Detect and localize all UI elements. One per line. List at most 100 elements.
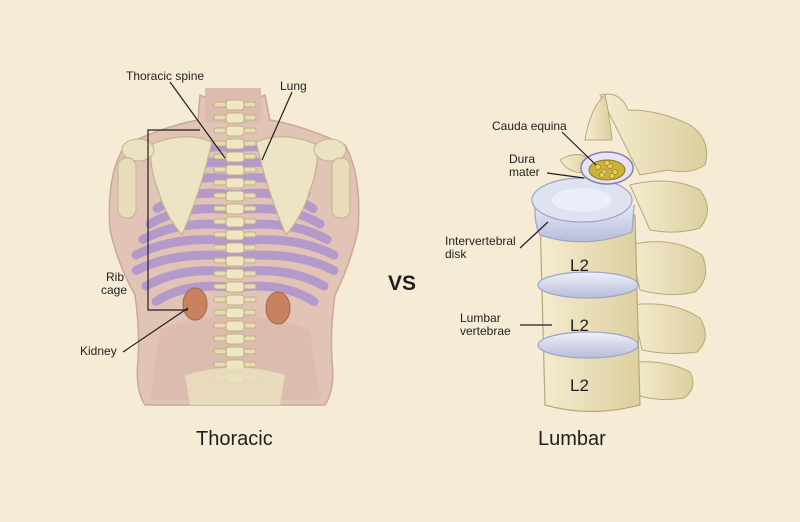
spinous-processes (599, 93, 708, 401)
label-dura-mater-line2: mater (509, 165, 540, 179)
rib-right (232, 235, 339, 260)
label-thoracic-spine: Thoracic spine (126, 69, 204, 83)
vertebra (225, 125, 245, 137)
vertebra (225, 203, 245, 215)
right-scapula (255, 136, 319, 237)
label-intervertebral-line2: disk (445, 247, 467, 261)
vertebra (225, 177, 245, 189)
intervertebral-disk (537, 271, 639, 299)
label-lumbar-vertebrae-line2: vertebrae (460, 324, 511, 338)
vertebra (225, 281, 245, 293)
vertebra (225, 268, 245, 280)
vertebra (225, 242, 245, 254)
vertebra-process-right (243, 309, 257, 316)
vertebra-label-bottom: L2 (570, 376, 589, 395)
left-scapula (149, 136, 213, 237)
vertebra-process-right (243, 153, 257, 160)
nerve-fiber (609, 173, 615, 179)
label-lung: Lung (280, 79, 307, 93)
label-cauda-equina: Cauda equina (492, 119, 567, 133)
label-dura-mater-line1: Dura (509, 152, 535, 166)
vertebra-process-left (213, 218, 227, 225)
rib-right (232, 250, 339, 275)
vertebra (225, 216, 245, 228)
vertebra (225, 112, 245, 124)
vertebra-process-right (243, 283, 257, 290)
vertebra (225, 164, 245, 176)
nerve-fiber (595, 164, 601, 170)
vertebra (225, 307, 245, 319)
caption-thoracic: Thoracic (196, 428, 273, 450)
cauda-equina-fibers (595, 160, 618, 179)
vertebra-process-left (213, 114, 227, 121)
vertebra-process-left (213, 335, 227, 342)
versus-label: VS (388, 272, 416, 295)
vertebra-process-right (243, 114, 257, 121)
vertebra (225, 294, 245, 306)
vertebra-process-right (243, 127, 257, 134)
vertebra (225, 255, 245, 267)
vertebra-process-left (213, 166, 227, 173)
vertebra-process-left (213, 231, 227, 238)
lumbar-illustration (531, 93, 708, 413)
intervertebral-disk (537, 331, 639, 359)
vertebral-column-body (539, 214, 641, 413)
vertebra-process-left (213, 296, 227, 303)
vertebra-process-left (213, 127, 227, 134)
vertebra-label-middle: L2 (570, 316, 589, 335)
left-kidney (182, 287, 208, 321)
pelvis (185, 367, 285, 405)
vertebra-process-right (243, 140, 257, 147)
lumbar-leaders (519, 131, 597, 326)
vertebra-process-right (243, 166, 257, 173)
label-lumbar-vertebrae-line1: Lumbar (460, 311, 501, 325)
rib-left (131, 235, 238, 260)
vertebra-process-left (213, 257, 227, 264)
vertebra-process-left (213, 270, 227, 277)
vertebra-process-right (243, 270, 257, 277)
vertebra-process-left (213, 179, 227, 186)
vertebra (225, 138, 245, 150)
vertebra-process-left (213, 192, 227, 199)
nerve-fiber (612, 169, 618, 175)
vertebra-label-top: L2 (570, 256, 589, 275)
vertebra-process-left (213, 244, 227, 251)
vertebra (225, 99, 245, 111)
right-shoulder-joint (313, 138, 347, 162)
left-humerus (117, 157, 137, 219)
vertebra-process-right (243, 192, 257, 199)
vertebra (225, 151, 245, 163)
vertebra-process-left (213, 101, 227, 108)
left-shoulder-joint (121, 138, 155, 162)
vertebra-process-right (243, 205, 257, 212)
vertebra (225, 320, 245, 332)
vertebra (225, 346, 245, 358)
vertebra (225, 190, 245, 202)
vertebra-process-right (243, 179, 257, 186)
upper-facet (584, 94, 613, 141)
vertebra-process-left (213, 309, 227, 316)
vertebra-process-right (243, 296, 257, 303)
vertebra-process-right (243, 231, 257, 238)
label-intervertebral-line1: Intervertebral (445, 234, 516, 248)
vertebra-process-left (213, 361, 227, 368)
thoracic-spine-column (213, 99, 257, 384)
label-kidney: Kidney (80, 344, 117, 358)
rib-left (131, 250, 238, 275)
label-rib-cage-line2: cage (101, 283, 127, 297)
vertebra-process-left (213, 348, 227, 355)
vertebra-process-left (213, 322, 227, 329)
top-disk-core (552, 188, 612, 212)
vertebra-process-right (243, 244, 257, 251)
right-humerus (331, 157, 351, 219)
intervertebral-disks (534, 199, 639, 359)
vertebra-process-left (213, 205, 227, 212)
vertebra-process-right (243, 257, 257, 264)
thoracic-leaders (122, 81, 293, 353)
vertebra-process-right (243, 218, 257, 225)
vertebra-process-right (243, 322, 257, 329)
vertebra-process-right (243, 361, 257, 368)
label-rib-cage-line1: Rib (106, 270, 124, 284)
thoracic-illustration (108, 88, 360, 406)
